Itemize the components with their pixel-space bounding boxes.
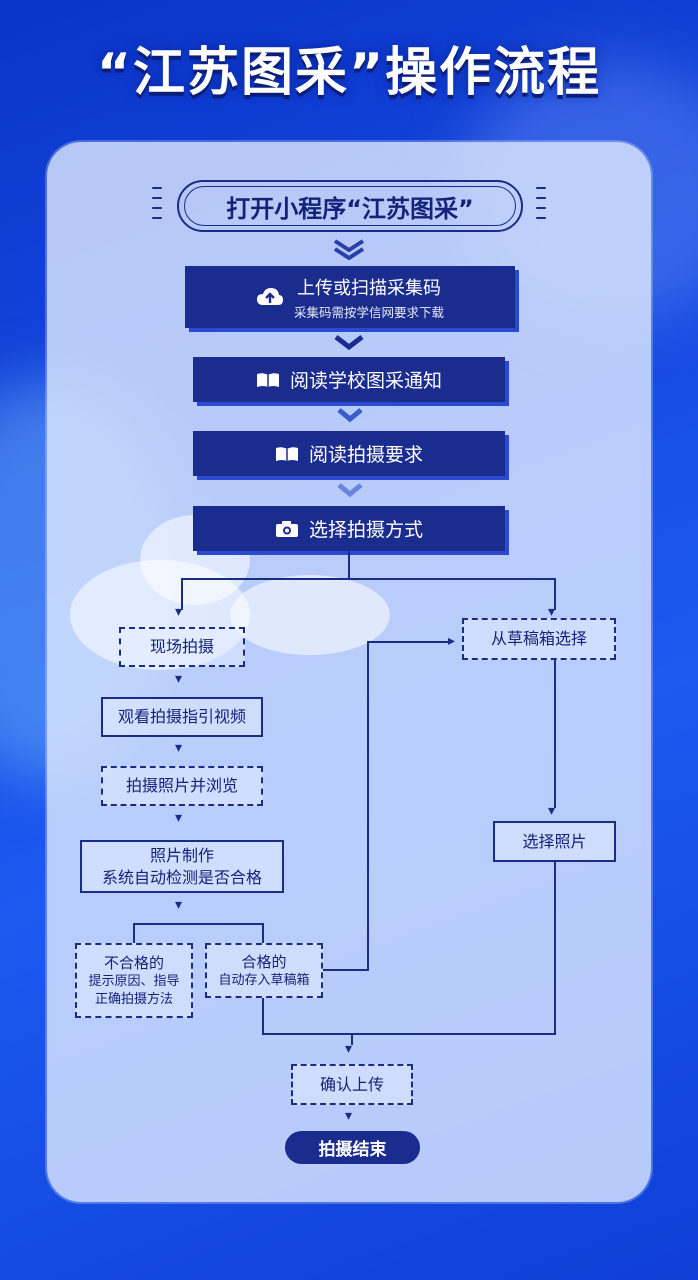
chevron-down-icon	[337, 408, 363, 423]
connector-line	[367, 641, 369, 971]
failed-line2: 正确拍摄方法	[94, 991, 173, 1007]
connector-line	[554, 578, 556, 610]
read-notice-step: 阅读学校图采通知	[193, 357, 505, 402]
chevron-down-icon	[333, 239, 365, 260]
onsite-shooting-box: 现场拍摄	[119, 627, 245, 667]
connector-line	[348, 551, 350, 579]
onsite-shooting-label: 现场拍摄	[149, 637, 214, 657]
decorative-dashes	[152, 187, 162, 227]
passed-box: 合格的 自动存入草稿箱	[205, 943, 323, 998]
arrow-down-icon: ▾	[175, 671, 183, 687]
connector-line	[181, 578, 183, 610]
photo-making-subtitle: 系统自动检测是否合格	[101, 867, 262, 887]
connector-line	[367, 641, 451, 643]
choose-method-label: 选择拍摄方式	[308, 519, 423, 541]
read-requirements-label: 阅读拍摄要求	[308, 444, 423, 466]
from-drafts-label: 从草稿箱选择	[490, 629, 587, 649]
failed-line1: 提示原因、指导	[88, 974, 180, 990]
arrow-down-icon: ▾	[175, 897, 183, 913]
read-requirements-step: 阅读拍摄要求	[193, 431, 505, 476]
upload-scan-subtitle: 采集码需按学信网要求下载	[293, 304, 444, 320]
connector-line	[323, 969, 369, 971]
cloud-upload-icon	[256, 286, 284, 308]
connector-line	[262, 998, 264, 1034]
end-shooting-pill: 拍摄结束	[285, 1131, 420, 1164]
connector-line	[262, 923, 264, 943]
failed-box: 不合格的 提示原因、指导 正确拍摄方法	[75, 943, 193, 1018]
connector-line	[262, 1033, 556, 1035]
arrow-down-icon: ▾	[175, 810, 183, 826]
passed-title: 合格的	[241, 952, 287, 971]
arrow-down-icon: ▾	[345, 1108, 353, 1124]
passed-line1: 自动存入草稿箱	[218, 972, 310, 988]
arrow-down-icon: ▾	[175, 604, 183, 620]
connector-line	[133, 923, 135, 943]
page-title: “江苏图采”操作流程	[96, 43, 602, 103]
cloud-decoration	[230, 575, 390, 655]
connector-line	[351, 1033, 353, 1045]
decorative-dashes	[536, 187, 546, 227]
connector-line	[181, 578, 556, 580]
chevron-down-icon	[334, 335, 364, 351]
start-label: 打开小程序“江苏图采”	[184, 186, 516, 226]
start-pill: 打开小程序“江苏图采”	[177, 180, 523, 232]
failed-title: 不合格的	[103, 953, 164, 972]
read-notice-label: 阅读学校图采通知	[289, 370, 442, 392]
arrow-right-icon: ▸	[448, 633, 456, 649]
connector-line	[554, 862, 556, 1035]
connector-line	[554, 660, 556, 808]
chevron-down-icon	[337, 483, 363, 498]
arrow-down-icon: ▾	[175, 740, 183, 756]
from-drafts-box: 从草稿箱选择	[462, 618, 616, 660]
watch-video-box: 观看拍摄指引视频	[101, 697, 263, 737]
camera-icon	[275, 520, 299, 538]
book-icon	[256, 372, 280, 388]
select-photo-box: 选择照片	[493, 821, 616, 862]
select-photo-label: 选择照片	[522, 831, 587, 851]
confirm-upload-box: 确认上传	[291, 1064, 413, 1105]
upload-scan-title: 上传或扫描采集码	[296, 277, 441, 299]
choose-method-step: 选择拍摄方式	[193, 506, 505, 551]
confirm-upload-label: 确认上传	[319, 1074, 384, 1094]
take-photo-box: 拍摄照片并浏览	[101, 766, 263, 806]
photo-making-title: 照片制作	[149, 845, 214, 865]
take-photo-label: 拍摄照片并浏览	[125, 776, 238, 796]
arrow-down-icon: ▾	[345, 1041, 353, 1057]
watch-video-label: 观看拍摄指引视频	[117, 707, 246, 727]
book-icon	[275, 446, 299, 462]
connector-line	[133, 923, 264, 925]
arrow-down-icon: ▾	[548, 604, 556, 620]
photo-making-box: 照片制作 系统自动检测是否合格	[80, 840, 284, 893]
arrow-down-icon: ▾	[548, 803, 556, 819]
upload-scan-step: 上传或扫描采集码 采集码需按学信网要求下载	[185, 266, 515, 328]
